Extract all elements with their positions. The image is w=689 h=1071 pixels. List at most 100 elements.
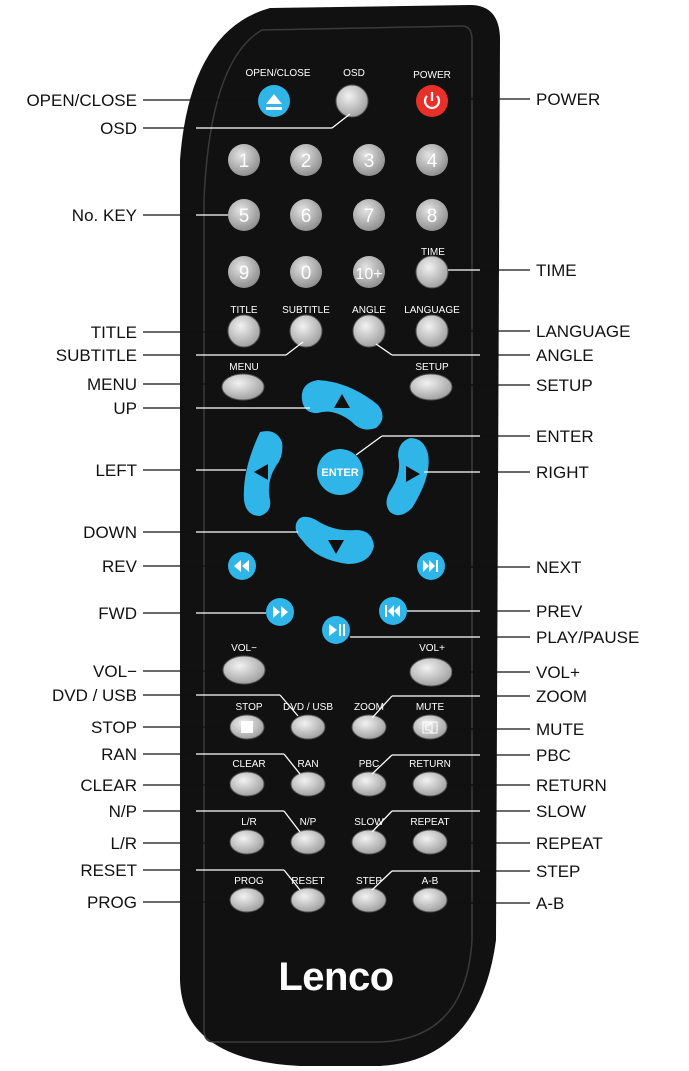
osd-button[interactable]	[335, 84, 369, 118]
nav-left-button[interactable]	[243, 431, 283, 516]
power-icon	[423, 92, 441, 109]
number-key-7[interactable]: 7	[353, 199, 385, 231]
number-key-3[interactable]: 3	[353, 144, 385, 176]
number-key-8[interactable]: 8	[416, 199, 448, 231]
setup-button-label: SETUP	[415, 362, 449, 373]
n-p-button[interactable]	[290, 829, 326, 855]
callout-rev: REV	[102, 557, 138, 576]
callout-stop: STOP	[91, 718, 137, 737]
next-button[interactable]	[417, 552, 445, 580]
callout-l-r: L/R	[111, 834, 137, 853]
callout-open-close: OPEN/CLOSE	[26, 91, 137, 110]
return-button[interactable]	[412, 771, 448, 797]
callout-prog: PROG	[87, 893, 137, 912]
callout-up: UP	[113, 399, 137, 418]
svg-text:9: 9	[239, 263, 250, 284]
enter-button[interactable]: ENTER	[317, 449, 363, 495]
clear-button[interactable]	[229, 771, 265, 797]
callout-play-pause: PLAY/PAUSE	[536, 628, 639, 647]
a-b-button[interactable]	[412, 887, 448, 913]
reset-button[interactable]	[290, 887, 326, 913]
callout-prev: PREV	[536, 602, 583, 621]
number-key-4[interactable]: 4	[416, 144, 448, 176]
number-keypad: 1 2 3 4 5 6 7 8 9 0 10+	[228, 144, 448, 288]
callout-osd: OSD	[100, 119, 137, 138]
vol-plus-button-label: VOL+	[419, 643, 445, 654]
callout-menu: MENU	[87, 375, 137, 394]
stop-button[interactable]	[229, 714, 265, 740]
nav-up-button[interactable]	[301, 380, 383, 430]
ran-button-label: RAN	[297, 759, 318, 770]
angle-button[interactable]	[352, 314, 386, 348]
zoom-button[interactable]	[351, 714, 387, 740]
callout-zoom: ZOOM	[536, 687, 587, 706]
title-button-label: TITLE	[230, 305, 258, 316]
number-key-0[interactable]: 0	[290, 256, 322, 288]
osd-button-label: OSD	[343, 68, 365, 79]
callout-power: POWER	[536, 90, 600, 109]
left-arrow-icon	[254, 464, 268, 480]
callout-no-key: No. KEY	[72, 206, 137, 225]
brand-logo: Lenco	[278, 955, 393, 999]
slow-button-label: SLOW	[354, 817, 384, 828]
svg-text:0: 0	[301, 263, 312, 284]
step-button[interactable]	[351, 887, 387, 913]
language-button-label: LANGUAGE	[404, 305, 460, 316]
dvd-usb-button[interactable]	[290, 714, 326, 740]
power-button[interactable]	[416, 85, 448, 117]
svg-text:5: 5	[239, 206, 250, 227]
repeat-button[interactable]	[412, 829, 448, 855]
number-key-6[interactable]: 6	[290, 199, 322, 231]
play-pause-button[interactable]	[322, 616, 350, 644]
prev-button[interactable]	[379, 597, 407, 625]
leader-lines-inside	[196, 113, 480, 891]
callout-repeat: REPEAT	[536, 834, 603, 853]
mute-button[interactable]	[412, 714, 448, 740]
callout-n-p: N/P	[109, 802, 137, 821]
rewind-icon	[234, 560, 249, 572]
callout-next: NEXT	[536, 558, 581, 577]
prog-button[interactable]	[229, 887, 265, 913]
rev-button[interactable]	[228, 552, 256, 580]
time-button[interactable]	[415, 255, 449, 289]
enter-button-label: ENTER	[321, 467, 358, 479]
fwd-button[interactable]	[266, 598, 294, 626]
pbc-button-label: PBC	[359, 759, 380, 770]
language-button[interactable]	[415, 314, 449, 348]
slow-button[interactable]	[351, 829, 387, 855]
number-key-2[interactable]: 2	[290, 144, 322, 176]
subtitle-button[interactable]	[289, 314, 323, 348]
eject-icon	[266, 94, 282, 104]
number-key-10plus[interactable]: 10+	[353, 256, 385, 288]
menu-button-label: MENU	[229, 362, 258, 373]
callout-right: RIGHT	[536, 463, 589, 482]
setup-button[interactable]	[409, 373, 453, 401]
callout-slow: SLOW	[536, 802, 586, 821]
nav-right-button[interactable]	[386, 438, 429, 516]
number-key-5[interactable]: 5	[228, 199, 260, 231]
dvd-usb-button-label: DVD / USB	[283, 702, 333, 713]
callout-angle: ANGLE	[536, 346, 594, 365]
l-r-button[interactable]	[229, 829, 265, 855]
mute-button-label: MUTE	[416, 702, 445, 713]
callout-return: RETURN	[536, 776, 607, 795]
vol-minus-button[interactable]	[222, 655, 266, 685]
vol-plus-button[interactable]	[409, 657, 453, 687]
down-arrow-icon	[328, 540, 344, 554]
callout-fwd: FWD	[98, 604, 137, 623]
nav-down-button[interactable]	[295, 516, 374, 564]
menu-button[interactable]	[221, 373, 265, 401]
number-key-1[interactable]: 1	[228, 144, 260, 176]
callout-a-b: A-B	[536, 894, 564, 913]
ran-button[interactable]	[290, 771, 326, 797]
open-close-button[interactable]	[258, 85, 290, 117]
number-key-9[interactable]: 9	[228, 256, 260, 288]
stop-icon	[241, 721, 253, 733]
prog-button-label: PROG	[234, 876, 264, 887]
n-p-button-label: N/P	[300, 817, 317, 828]
title-button[interactable]	[227, 314, 261, 348]
clear-button-label: CLEAR	[232, 759, 265, 770]
callout-reset: RESET	[80, 861, 137, 880]
pbc-button[interactable]	[351, 771, 387, 797]
